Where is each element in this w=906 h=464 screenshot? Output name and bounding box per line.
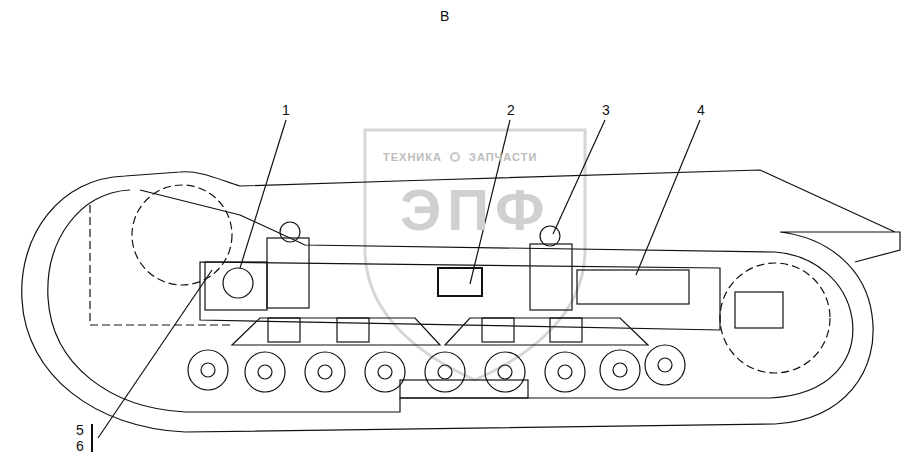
watermark-text: ЗАПЧАСТИ	[469, 152, 537, 163]
bogie-pad	[337, 318, 369, 342]
bogie-frames	[232, 318, 648, 345]
part-2	[438, 268, 482, 296]
callout-number: 5	[76, 423, 84, 437]
callout-number: 6	[76, 439, 84, 453]
tensioner-block	[205, 262, 267, 310]
leader-lines	[92, 120, 700, 452]
mount-pin-left	[280, 222, 300, 242]
idler-wheel	[132, 185, 232, 285]
watermark-shield	[365, 130, 585, 380]
track-rollers	[188, 345, 685, 392]
callout-number: 2	[507, 103, 515, 117]
part-4	[577, 270, 689, 304]
guard-block	[735, 292, 783, 328]
callout-number: 3	[602, 103, 610, 117]
track-outline	[22, 170, 900, 432]
watermark-gear	[451, 153, 459, 161]
view-label: В	[440, 9, 449, 23]
mount-left	[267, 238, 309, 308]
callout-number: 1	[282, 103, 290, 117]
bogie-pad	[482, 318, 514, 342]
mount-right	[530, 244, 572, 310]
center-guard	[400, 380, 528, 398]
bogie-pad	[268, 318, 300, 342]
track-frame	[200, 262, 720, 330]
sprocket	[720, 263, 830, 373]
watermark-text: ЭПФ	[400, 181, 550, 239]
tension-cylinder	[223, 268, 253, 298]
idler-outline	[90, 205, 230, 325]
callout-number: 4	[697, 103, 705, 117]
watermark-text: ТЕХНИКА	[383, 152, 442, 163]
bogie-pad	[550, 318, 582, 342]
